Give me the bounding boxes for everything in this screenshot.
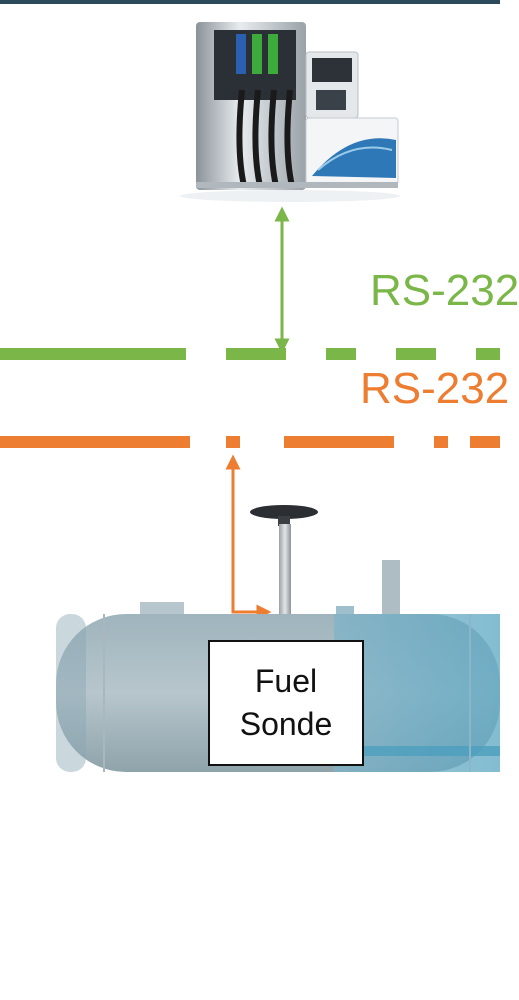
rs232-orange-label: RS-232	[360, 364, 510, 413]
diagram-canvas	[0, 22, 500, 772]
fuel-sonde-box: Fuel Sonde	[208, 640, 364, 766]
sonde-label-line1: Fuel	[254, 662, 318, 699]
rs232-green-bus	[0, 206, 500, 360]
sonde-label-line2: Sonde	[239, 706, 333, 742]
orange-link-arrow	[225, 454, 272, 620]
fuel-dispenser-icon	[180, 22, 400, 202]
sonde-probe-icon	[250, 505, 318, 638]
rs232-green-label: RS-232	[370, 266, 519, 315]
top-border	[0, 0, 500, 4]
rs232-orange-bus	[0, 436, 500, 620]
